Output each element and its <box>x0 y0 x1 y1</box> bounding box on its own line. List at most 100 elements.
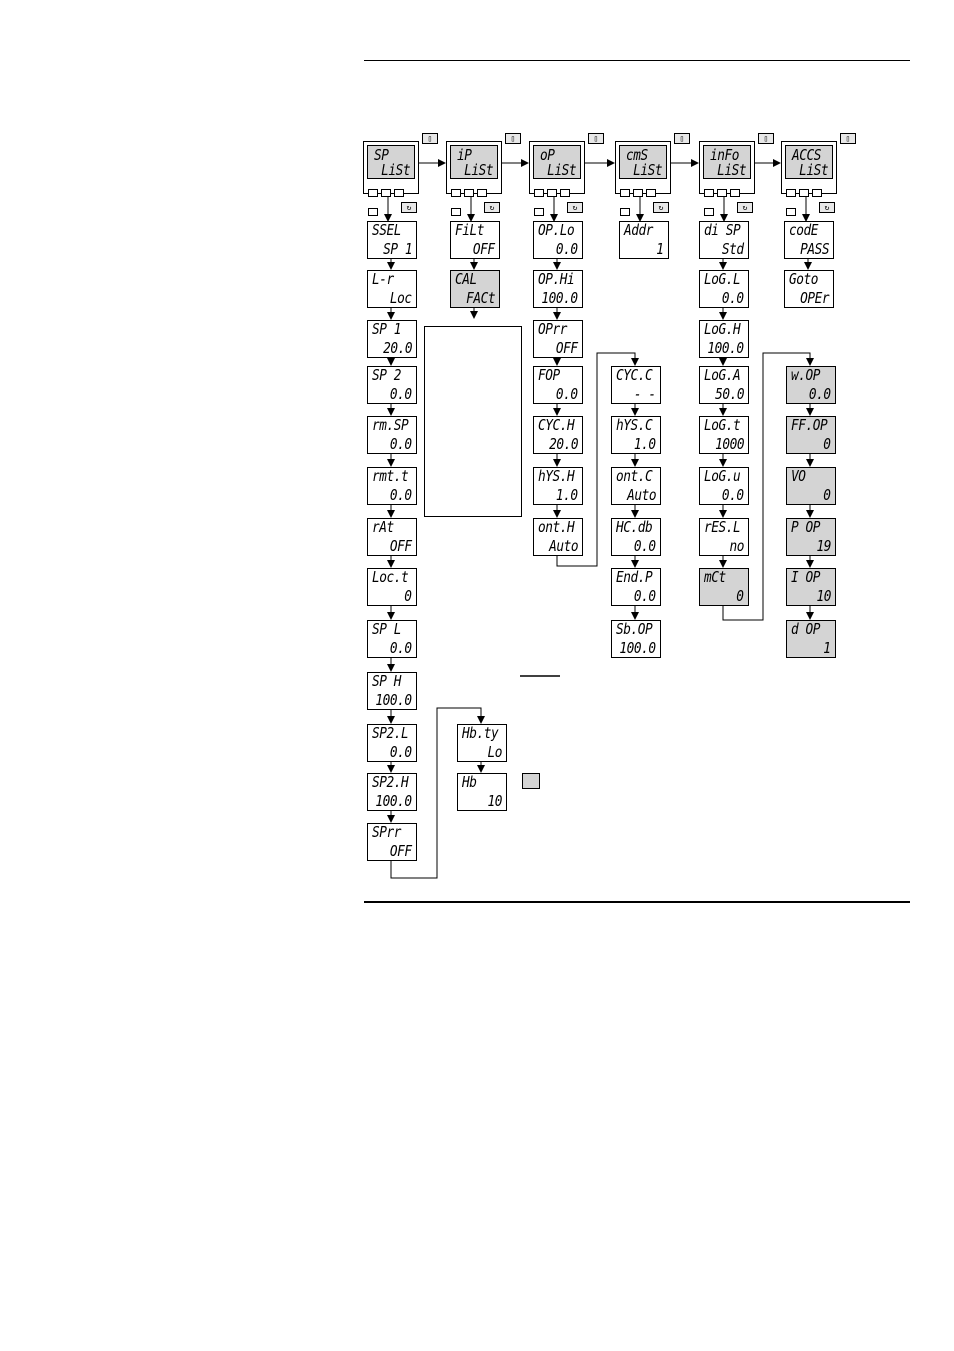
parameter-mnemonic: CAL <box>455 270 477 288</box>
parameter-mnemonic: P OP <box>791 518 821 536</box>
parameter-value: 100.0 <box>541 289 579 307</box>
scroll-key-icon: ↻ <box>484 202 500 213</box>
page-key-icon: ▯ <box>422 133 438 144</box>
list-suffix: LiSt <box>716 161 746 179</box>
list-name: ACCS <box>792 146 822 164</box>
key-button-icon <box>786 189 796 197</box>
parameter-mnemonic: SP L <box>372 620 402 638</box>
parameter-value: OPEr <box>799 289 829 307</box>
list-suffix: LiSt <box>632 161 662 179</box>
key-button-icon <box>730 189 740 197</box>
front-panel-keys <box>786 182 832 216</box>
parameter-value: - - <box>634 385 656 403</box>
parameter-mnemonic: SP2.L <box>372 724 409 742</box>
key-button-icon <box>704 208 714 216</box>
diag-param-box: VO 0 <box>786 467 836 505</box>
parameter-value: 100.0 <box>375 691 413 709</box>
list-name: cmS <box>626 146 648 164</box>
parameter-value: 0.0 <box>390 743 412 761</box>
parameter-mnemonic: LoG.u <box>704 467 741 485</box>
scroll-key-icon: ↻ <box>401 202 417 213</box>
parameter-mnemonic: Addr <box>624 221 654 239</box>
list-suffix: LiSt <box>546 161 576 179</box>
parameter-mnemonic: L-r <box>372 270 394 288</box>
parameter-value: Loc <box>390 289 412 307</box>
parameter-value: 0.0 <box>634 587 656 605</box>
key-button-icon <box>534 189 544 197</box>
parameter-value: 0 <box>823 486 832 504</box>
parameter-mnemonic: codE <box>789 221 819 239</box>
parameter-mnemonic: FOP <box>538 366 560 384</box>
key-button-icon <box>633 189 643 197</box>
list-suffix: LiSt <box>798 161 828 179</box>
parameter-value: SP 1 <box>382 240 412 258</box>
parameter-value: 19 <box>816 537 831 555</box>
parameter-mnemonic: SP H <box>372 672 402 690</box>
page-key-icon: ▯ <box>758 133 774 144</box>
parameter-mnemonic: ont.H <box>538 518 575 536</box>
key-button-icon <box>368 208 378 216</box>
page-key-icon: ▯ <box>840 133 856 144</box>
page-key-icon: ▯ <box>674 133 690 144</box>
parameter-value: 20.0 <box>548 435 578 453</box>
cool-param-box: CYC.C- - <box>611 366 661 404</box>
parameter-mnemonic: LoG.t <box>704 416 741 434</box>
parameter-mnemonic: VO <box>791 467 806 485</box>
list-name: iP <box>457 146 472 164</box>
parameter-mnemonic: FF.OP <box>791 416 828 434</box>
connector-line <box>390 707 485 879</box>
parameter-value: 1 <box>656 240 665 258</box>
key-button-icon <box>812 189 822 197</box>
parameter-mnemonic: End.P <box>616 568 653 586</box>
scroll-key-icon: ↻ <box>737 202 753 213</box>
parameter-mnemonic: Hb <box>462 773 477 791</box>
parameter-mnemonic: mCt <box>704 568 726 586</box>
key-button-icon <box>381 189 391 197</box>
parameter-mnemonic: SPrr <box>372 823 402 841</box>
key-button-icon <box>477 189 487 197</box>
key-button-icon <box>464 189 474 197</box>
page-key-icon: ▯ <box>505 133 521 144</box>
parameter-mnemonic: LoG.L <box>704 270 741 288</box>
key-button-icon <box>620 208 630 216</box>
parameter-value: no <box>729 537 744 555</box>
parameter-mnemonic: OPrr <box>538 320 568 338</box>
parameter-mnemonic: Hb.ty <box>462 724 499 742</box>
parameter-value: 0.0 <box>556 385 578 403</box>
key-button-icon <box>704 189 714 197</box>
parameter-value: 1.0 <box>556 486 578 504</box>
parameter-value: Std <box>722 240 744 258</box>
parameter-mnemonic: Goto <box>789 270 819 288</box>
parameter-mnemonic: d OP <box>791 620 821 638</box>
front-panel-keys <box>704 182 750 216</box>
parameter-mnemonic: FiLt <box>455 221 485 239</box>
parameter-mnemonic: Sb.OP <box>616 620 653 638</box>
